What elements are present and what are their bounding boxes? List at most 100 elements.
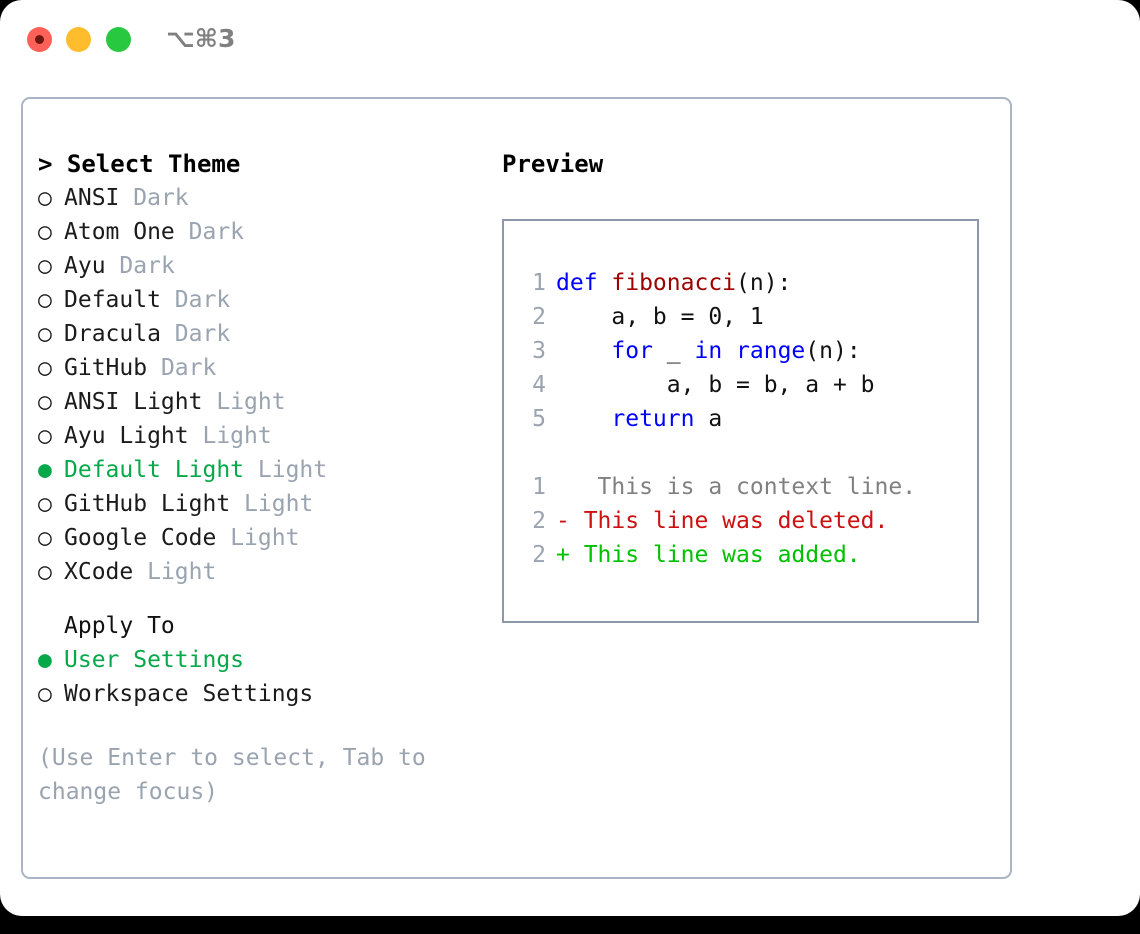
theme-list-item[interactable]: ●Default Light Light — [38, 453, 478, 487]
radio-unselected-icon[interactable]: ○ — [38, 389, 52, 415]
radio-unselected-icon[interactable]: ○ — [38, 321, 52, 347]
theme-kind-label: Dark — [119, 253, 175, 279]
theme-list-item[interactable]: ○ GitHub Light Light — [38, 487, 478, 521]
theme-name: Default — [64, 287, 161, 313]
radio-unselected-icon[interactable]: ○ — [38, 287, 52, 313]
theme-list-item[interactable]: ○ XCode Light — [38, 555, 478, 589]
apply-to-option[interactable]: ● User Settings — [38, 643, 478, 677]
apply-to-option[interactable]: ○ Workspace Settings — [38, 677, 478, 711]
radio-unselected-icon[interactable]: ○ — [38, 681, 52, 707]
theme-kind-label: Light — [216, 389, 286, 415]
theme-list-item[interactable]: ○Dracula Dark — [38, 317, 478, 351]
radio-selected-icon[interactable]: ● — [38, 457, 52, 483]
code-token — [556, 338, 611, 364]
diff-text: This is a context line. — [569, 474, 917, 500]
diff-line-number: 1 — [532, 474, 546, 500]
diff-text: This line was deleted. — [569, 508, 889, 534]
apply-to-section: Apply To ● User Settings ○ Workspace Settin… — [38, 609, 478, 711]
code-line-number: 3 — [532, 338, 546, 364]
theme-list-item[interactable]: ○ GitHub Dark — [38, 351, 478, 385]
theme-name: Google Code — [64, 525, 217, 551]
theme-kind-label: Dark — [174, 287, 231, 313]
diff-line: 1 This is a context line. — [518, 470, 916, 504]
diff-text: This line was added. — [569, 542, 861, 568]
theme-kind-label: Light — [244, 491, 314, 517]
apply-to-label: User Settings — [64, 647, 245, 673]
theme-kind-label: Light — [147, 559, 217, 585]
code-line-number: 1 — [532, 270, 546, 296]
radio-selected-icon[interactable]: ● — [38, 647, 52, 673]
theme-list-item[interactable]: ○ Ayu Dark — [38, 249, 478, 283]
radio-unselected-icon[interactable]: ○ — [38, 525, 52, 551]
diff-sign: - — [556, 508, 570, 534]
radio-unselected-icon[interactable]: ○ — [38, 423, 52, 449]
code-token: _ — [652, 338, 695, 364]
theme-name: XCode — [64, 559, 134, 585]
code-line-number: 2 — [532, 304, 546, 330]
code-token: (n): — [736, 270, 792, 296]
diff-sign — [556, 474, 570, 500]
diff-line-number: 2 — [532, 508, 546, 534]
code-token: def — [556, 270, 612, 296]
theme-name: Ayu Light — [64, 423, 189, 449]
diff-line: 2 + This line was added. — [518, 538, 916, 572]
theme-name: Ayu — [64, 253, 106, 279]
code-line: 2 a, b = 0, 1 — [518, 300, 916, 334]
theme-kind-label: Light — [230, 525, 300, 551]
apply-to-list: ● User Settings ○ Workspace Settings — [38, 643, 478, 711]
radio-unselected-icon[interactable]: ○ — [38, 185, 52, 211]
theme-selection-column: > Select Theme ○ANSI Dark○Atom One Dark○… — [38, 147, 478, 809]
theme-list-item[interactable]: ○ Google Code Light — [38, 521, 478, 555]
keyboard-hint-text: (Use Enter to select, Tab to change focu… — [38, 745, 426, 805]
window-titlebar: ⌥⌘3 — [0, 0, 1140, 80]
code-token: (n): — [805, 338, 861, 364]
theme-kind-label: Dark — [160, 355, 217, 381]
theme-picker-panel: > Select Theme ○ANSI Dark○Atom One Dark○… — [21, 97, 1012, 879]
radio-unselected-icon[interactable]: ○ — [38, 355, 52, 381]
theme-list: ○ ANSI Dark ○ Atom One Dark ○ Ayu Dark ○ Defaul… — [38, 181, 478, 589]
code-line: 5 return a — [518, 402, 916, 436]
radio-unselected-icon[interactable]: ○ — [38, 219, 52, 245]
theme-name: Atom One — [64, 219, 175, 245]
minimize-window-button[interactable] — [66, 27, 91, 52]
code-line-number: 4 — [532, 372, 546, 398]
apply-to-heading: Apply To — [64, 613, 175, 639]
code-line: 1 def fibonacci(n): — [518, 266, 916, 300]
maximize-window-button[interactable] — [106, 27, 131, 52]
theme-list-item[interactable]: ○ANSI Dark — [38, 181, 478, 215]
diff-line-number: 2 — [532, 542, 546, 568]
theme-kind-label: Dark — [174, 321, 231, 347]
code-token — [722, 338, 736, 364]
theme-list-item[interactable]: ○ Default Dark — [38, 283, 478, 317]
apply-to-label: Workspace Settings — [64, 681, 314, 707]
code-token: for — [611, 338, 653, 364]
code-blank-line — [518, 436, 916, 470]
diff-sign: + — [556, 542, 570, 568]
code-line: 4 a, b = b, a + b — [518, 368, 916, 402]
theme-kind-label: Dark — [188, 219, 245, 245]
code-token: range — [736, 338, 806, 364]
code-token: a — [694, 406, 723, 432]
theme-name: GitHub Light — [64, 491, 231, 517]
diff-line: 2- This line was deleted. — [518, 504, 916, 538]
code-line: 3 for _ in range(n): — [518, 334, 916, 368]
theme-kind-label: Light — [202, 423, 272, 449]
theme-list-item[interactable]: ○ Atom One Dark — [38, 215, 478, 249]
code-token — [556, 406, 611, 432]
code-line-number: 5 — [532, 406, 546, 432]
radio-unselected-icon[interactable]: ○ — [38, 253, 52, 279]
theme-name: Default Light — [64, 457, 245, 483]
radio-unselected-icon[interactable]: ○ — [38, 559, 52, 585]
theme-list-item[interactable]: ○ Ayu Light Light — [38, 419, 478, 453]
theme-name: ANSI — [64, 185, 120, 211]
code-token: a, b = 0, 1 — [556, 304, 764, 330]
select-theme-heading: > Select Theme — [38, 150, 241, 178]
close-window-button[interactable] — [27, 27, 52, 52]
radio-unselected-icon[interactable]: ○ — [38, 491, 52, 517]
code-token: return — [611, 406, 695, 432]
theme-name: GitHub — [64, 355, 148, 381]
theme-list-item[interactable]: ○ANSI Light Light — [38, 385, 478, 419]
code-token: fibonacci — [611, 270, 737, 296]
code-token: a, b = b, a + b — [556, 372, 875, 398]
